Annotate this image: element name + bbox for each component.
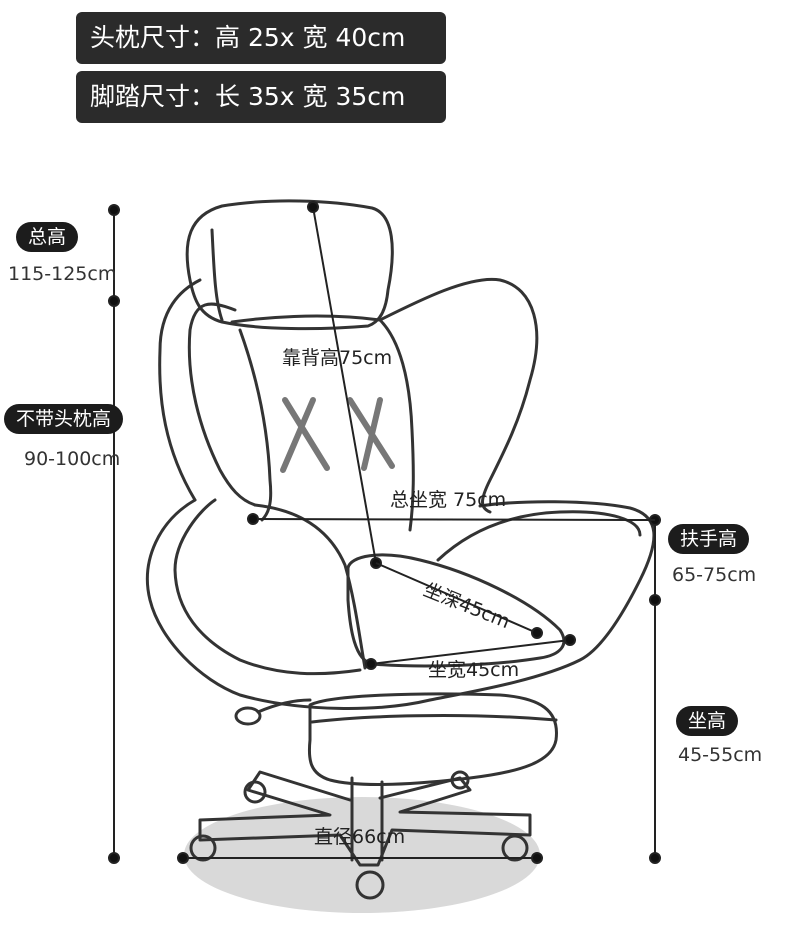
total-height-tag: 总高 [16, 222, 79, 252]
seat-width-label: 坐宽45cm [428, 659, 520, 681]
caster [355, 870, 385, 900]
backrest-height-label: 靠背高75cm [282, 347, 393, 369]
left-armrest-outline [145, 498, 432, 710]
star-base [198, 770, 532, 867]
headrest-outline [185, 199, 394, 331]
armrest-height-value: 65-75cm [672, 564, 757, 586]
base-diameter-label: 直径66cm [314, 826, 406, 848]
footrest-outline [307, 692, 558, 786]
base-shadow [184, 797, 540, 913]
seat-height-tag: 坐高 [676, 706, 739, 736]
footrest-size-banner: 脚踏尺寸：长 35x 宽 35cm [76, 71, 446, 123]
stitch-x-left [280, 397, 330, 473]
caster [450, 770, 470, 790]
total-seat-width-label: 总坐宽 75cm [390, 489, 507, 511]
total-height-value: 115-125cm [8, 263, 117, 285]
headrest-size-banner: 头枕尺寸：高 25x 宽 40cm [76, 12, 446, 64]
height-without-headrest-value: 90-100cm [24, 448, 121, 470]
caster [501, 834, 529, 862]
backrest-outline [230, 277, 539, 514]
right-armrest-outline [428, 500, 656, 702]
caster [243, 780, 267, 804]
stitch-x-right [347, 397, 395, 471]
armrest-height-tag: 扶手高 [668, 524, 750, 554]
gas-cylinder [350, 776, 384, 862]
caster [189, 834, 217, 862]
seat-height-value: 45-55cm [678, 744, 763, 766]
gas-lever [256, 698, 312, 714]
height-without-headrest-tag: 不带头枕高 [4, 404, 124, 434]
